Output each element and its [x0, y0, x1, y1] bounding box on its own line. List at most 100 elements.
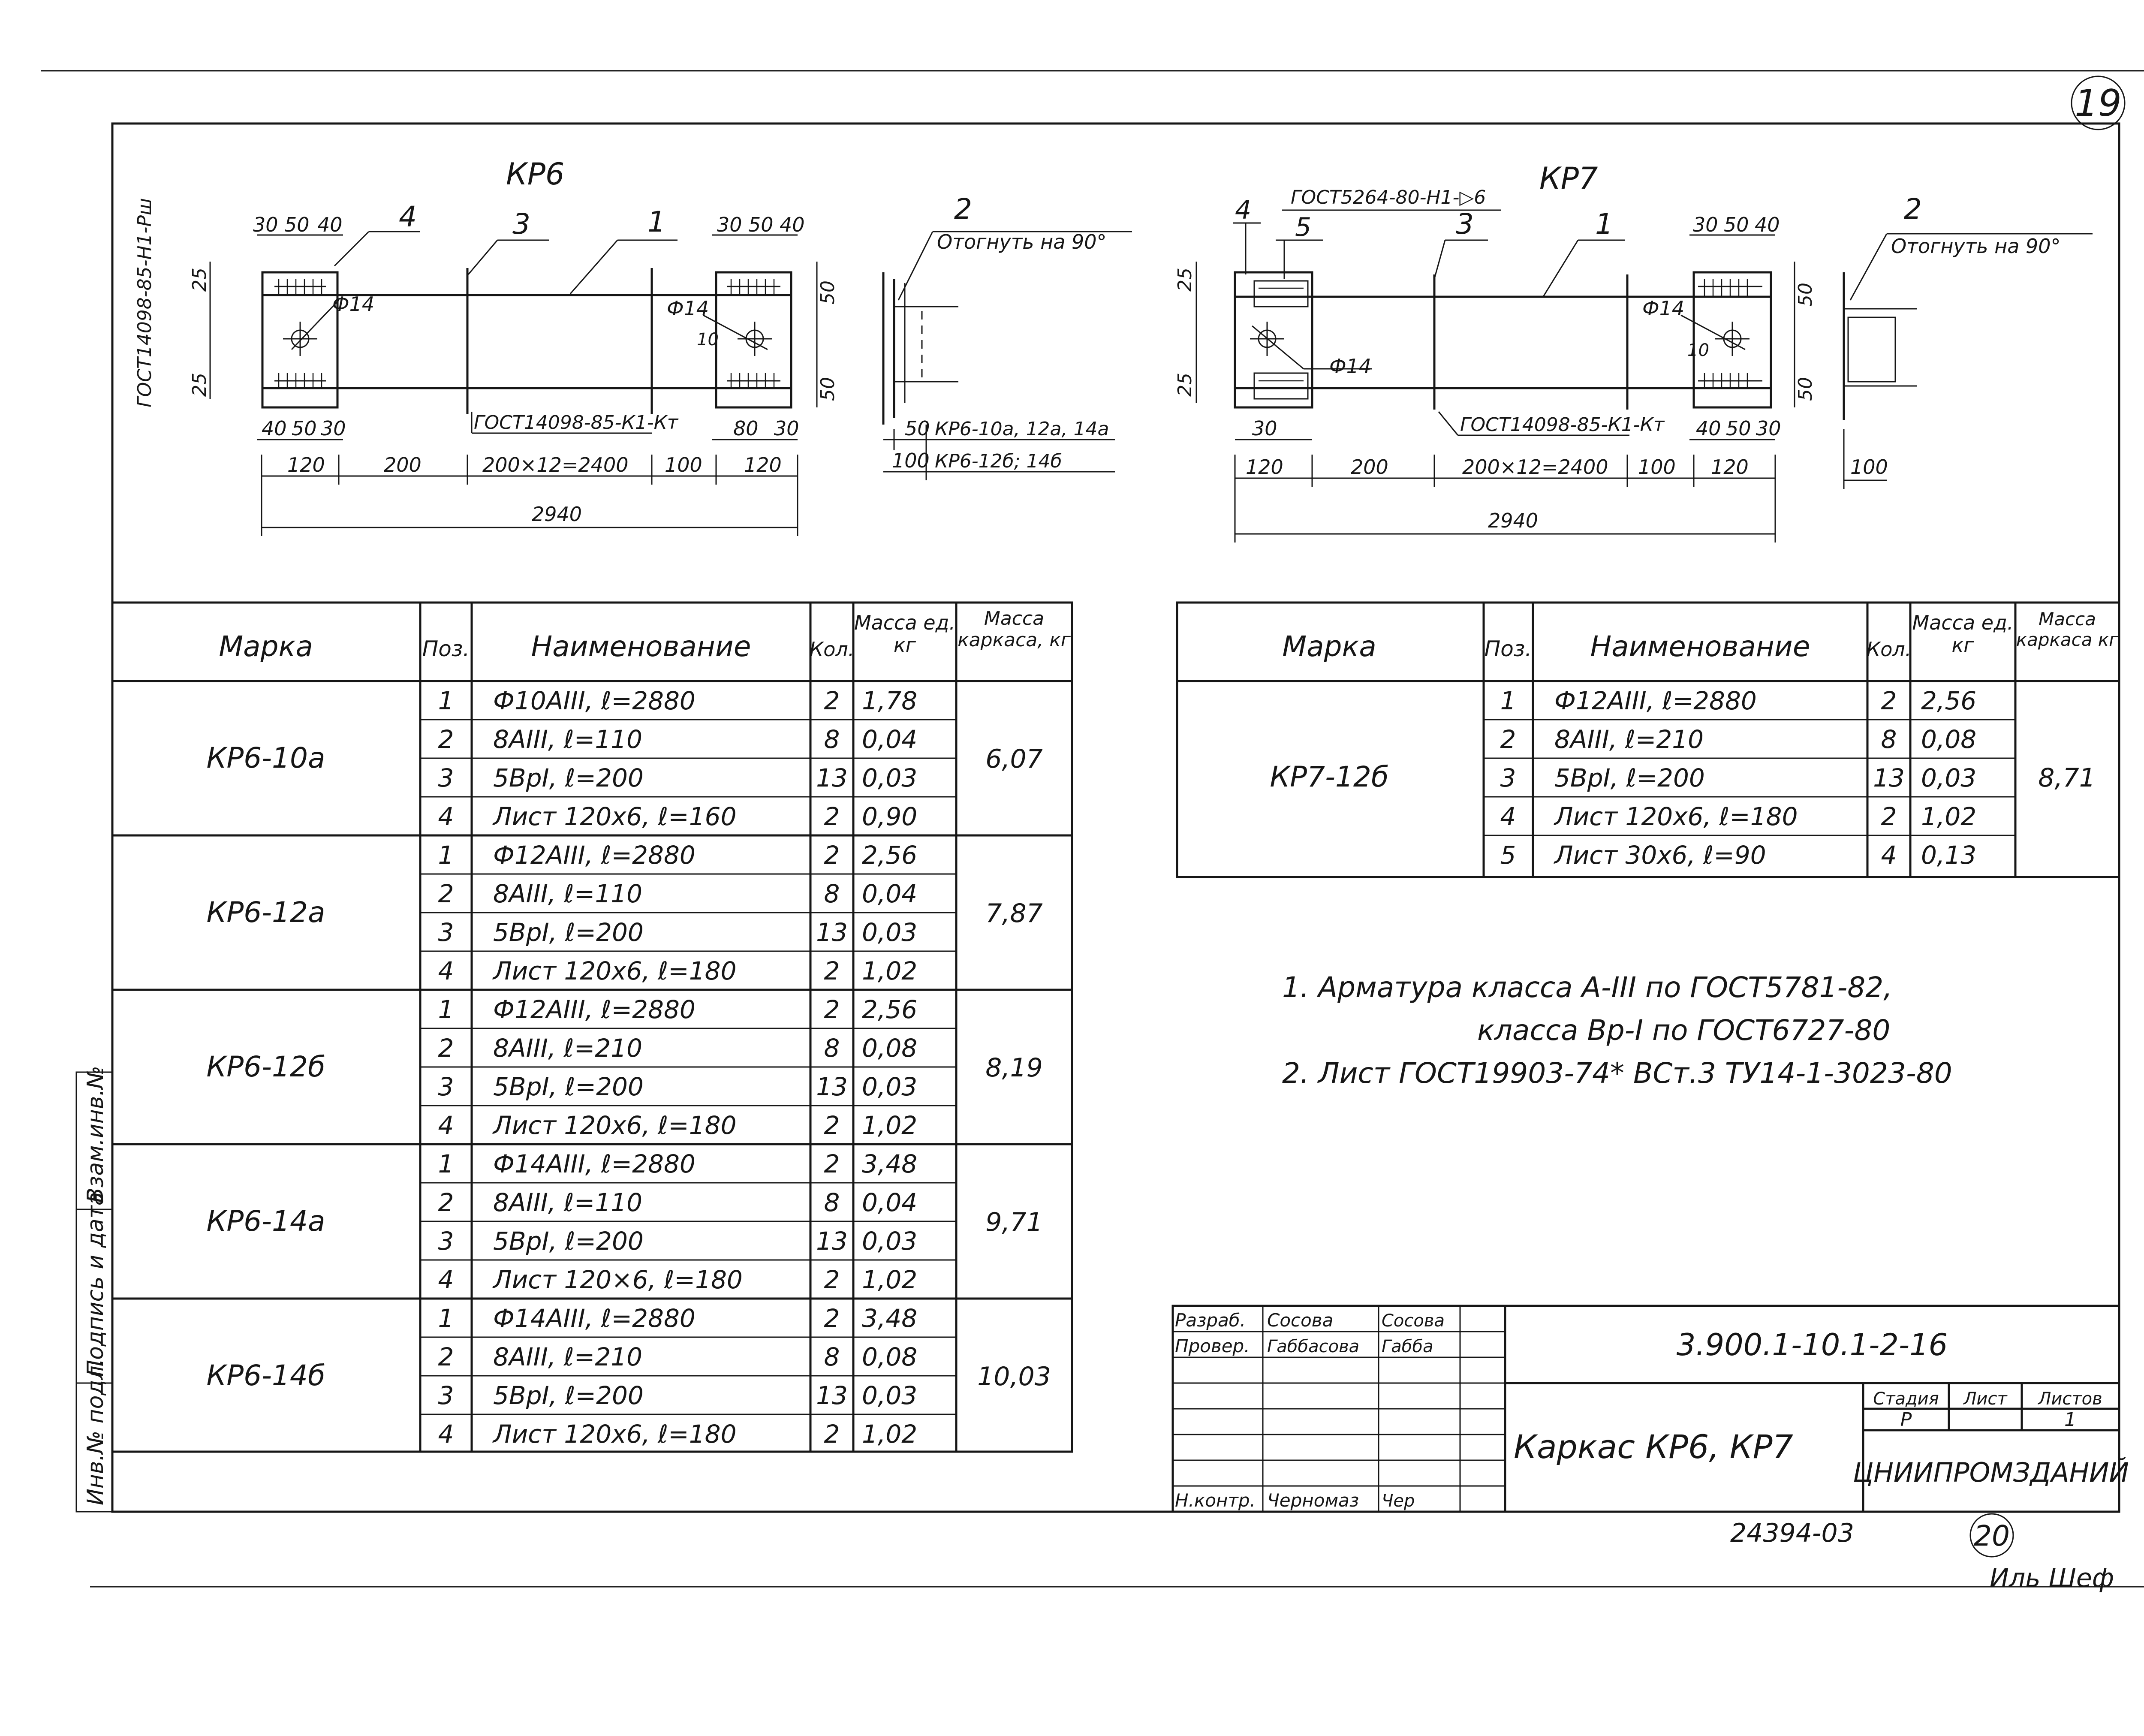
kr6-side-dim-bottom: 25	[189, 373, 211, 397]
tb-sign-checker: Габба	[1382, 1337, 1433, 1356]
kr7-head-qty: Кол.	[1867, 638, 1912, 661]
kr6-row-name: 5ВрI, ℓ=200	[493, 1381, 644, 1410]
kr7-top-dim-50: 50	[1724, 213, 1749, 236]
kr6-row-qty: 2	[824, 1420, 840, 1449]
kr7-bottom-dim-30: 30	[1252, 417, 1277, 440]
kr6-bend-detail: 2 Отогнуть на 90° 50 КР6-10а, 12а, 14а 1…	[882, 193, 1132, 480]
kr6-left-plate	[261, 271, 339, 409]
kr6-row-pos: 2	[438, 725, 454, 754]
tb-sheet-header: Лист	[1963, 1389, 2008, 1409]
kr6-row-qty: 8	[824, 1188, 840, 1217]
kr6-head-name: Наименование	[531, 630, 751, 663]
kr6-row-mass: 0,08	[862, 1342, 917, 1371]
kr6-row-qty: 2	[824, 802, 840, 831]
kr7-row-pos: 4	[1500, 802, 1516, 831]
kr6-callout-1: 1	[569, 205, 678, 294]
tb-document-code: 3.900.1-10.1-2-16	[1677, 1327, 1948, 1362]
svg-text:4: 4	[399, 200, 417, 233]
kr6-row-mass: 2,56	[862, 995, 917, 1024]
kr6-head-unit-mass: Масса ед. кг	[854, 611, 955, 657]
kr7-row-pos: 3	[1500, 763, 1516, 793]
kr7-row-name: 8АIII, ℓ=210	[1554, 725, 1704, 754]
kr7-callout-3: 3	[1433, 208, 1488, 279]
kr7-row-dim-2400: 200×12=2400	[1462, 455, 1608, 479]
kr6-row-mass: 1,02	[862, 1265, 917, 1294]
svg-text:3: 3	[512, 208, 530, 241]
kr6-row-qty: 2	[824, 1304, 840, 1333]
kr7-right-dim-top: 50	[1795, 283, 1816, 307]
kr6-row-pos: 3	[438, 1381, 454, 1410]
kr7-row-qty: 8	[1881, 725, 1897, 754]
kr6-bend-note: Отогнуть на 90°	[937, 230, 1107, 253]
kr6-row-pos: 4	[438, 802, 454, 831]
kr6-row-qty: 13	[816, 1381, 848, 1410]
svg-text:Подпись и дата: Подпись и дата	[83, 1192, 108, 1377]
kr6-row-pos: 4	[438, 1265, 454, 1294]
kr6-row-mass: 1,02	[862, 1420, 917, 1449]
kr6-top-dim-right-50: 50	[748, 213, 774, 236]
kr6-row-name: 8АIII, ℓ=110	[493, 1188, 642, 1217]
tb-role-normcontrol: Н.контр.	[1175, 1490, 1256, 1511]
kr7-row-pos: 5	[1500, 841, 1516, 870]
kr7-row-dim-100: 100	[1638, 455, 1676, 479]
kr6-row-mass: 0,03	[862, 1072, 917, 1101]
kr6-gost-weld: ГОСТ14098-85-К1-Кт	[474, 412, 679, 434]
kr6-callout-2: 2	[954, 193, 972, 226]
svg-text:5: 5	[1295, 212, 1311, 242]
kr6-mark: КР6-12б	[206, 1050, 325, 1083]
svg-text:Инв.№ подл.: Инв.№ подл.	[83, 1359, 108, 1505]
kr6-row-pos: 4	[438, 956, 454, 986]
kr6-row-pos: 2	[438, 1342, 454, 1371]
kr7-top-dim-30: 30	[1693, 213, 1718, 236]
kr7-head-pos: Поз.	[1485, 636, 1532, 661]
kr7-gost-weld: ГОСТ14098-85-К1-Кт	[1460, 414, 1665, 436]
kr6-dim-10: 10	[697, 330, 719, 350]
kr7-row-dim-120a: 120	[1246, 455, 1283, 479]
kr6-row-dim-100: 100	[665, 453, 702, 476]
kr7-right-plate	[1692, 271, 1772, 409]
kr7-callout-4: 4	[1233, 195, 1261, 274]
kr6-row-name: 5ВрI, ℓ=200	[493, 1227, 644, 1256]
kr6-row-dim-2400: 200×12=2400	[482, 453, 629, 476]
kr6-row-pos: 1	[438, 1304, 454, 1333]
kr6-row-dim-120b: 120	[744, 453, 782, 476]
kr6-head-mark: Марка	[219, 630, 313, 663]
kr6-gost-vertical: ГОСТ14098-85-Н1-Рш	[134, 198, 156, 407]
kr7-bend-detail: 2 Отогнуть на 90° 100	[1843, 193, 2093, 489]
kr6-row-qty: 2	[824, 995, 840, 1024]
tb-sign-developer: Сосова	[1382, 1311, 1445, 1331]
kr7-strip	[1253, 279, 1762, 400]
kr6-title: КР6	[506, 157, 564, 192]
kr6-bottom-dim-80: 80	[733, 417, 759, 440]
kr7-side-dim-top: 25	[1174, 268, 1196, 292]
kr6-row-pos: 1	[438, 995, 454, 1024]
svg-text:4: 4	[1235, 195, 1251, 225]
kr6-callout-4: 4	[334, 200, 420, 267]
kr6-row-mass: 0,03	[862, 1381, 917, 1410]
sheet-number-top: 19	[2071, 75, 2126, 130]
side-stamp: Инв.№ подл. Подпись и дата Взам.инв.№	[75, 1066, 113, 1513]
tb-role-checker: Провер.	[1175, 1335, 1250, 1356]
kr6-row-name: Лист 120х6, ℓ=180	[492, 1111, 736, 1140]
inventory-number: 24394-03	[1730, 1518, 1854, 1548]
note-2: 2. Лист ГОСТ19903-74* ВСт.3 ТУ14-1-3023-…	[1282, 1057, 1952, 1090]
kr6-row-mass: 0,03	[862, 918, 917, 947]
kr6-frame-mass: 8,19	[985, 1053, 1043, 1083]
kr6-frame-mass: 10,03	[977, 1362, 1051, 1392]
kr7-row-qty: 2	[1881, 802, 1897, 831]
kr7-row-mass: 0,03	[1921, 763, 1976, 793]
kr6-row-name: 8АIII, ℓ=210	[493, 1034, 642, 1063]
kr6-row-qty: 8	[824, 1342, 840, 1371]
kr6-dia-right: Ф14	[667, 297, 709, 320]
kr7-row-mass: 2,56	[1921, 686, 1976, 715]
kr6-row-qty: 8	[824, 1034, 840, 1063]
kr7-dim-10: 10	[1687, 341, 1709, 360]
kr6-row-pos: 2	[438, 1188, 454, 1217]
kr6-mark: КР6-14б	[206, 1359, 325, 1392]
kr6-row-mass: 3,48	[862, 1149, 917, 1178]
kr6-row-name: Лист 120×6, ℓ=180	[492, 1265, 743, 1294]
kr6-bottom-dim-30r: 30	[774, 417, 799, 440]
kr6-row-qty: 13	[816, 1227, 848, 1256]
kr7-row-qty: 13	[1873, 763, 1905, 793]
kr6-row-qty: 2	[824, 1149, 840, 1178]
